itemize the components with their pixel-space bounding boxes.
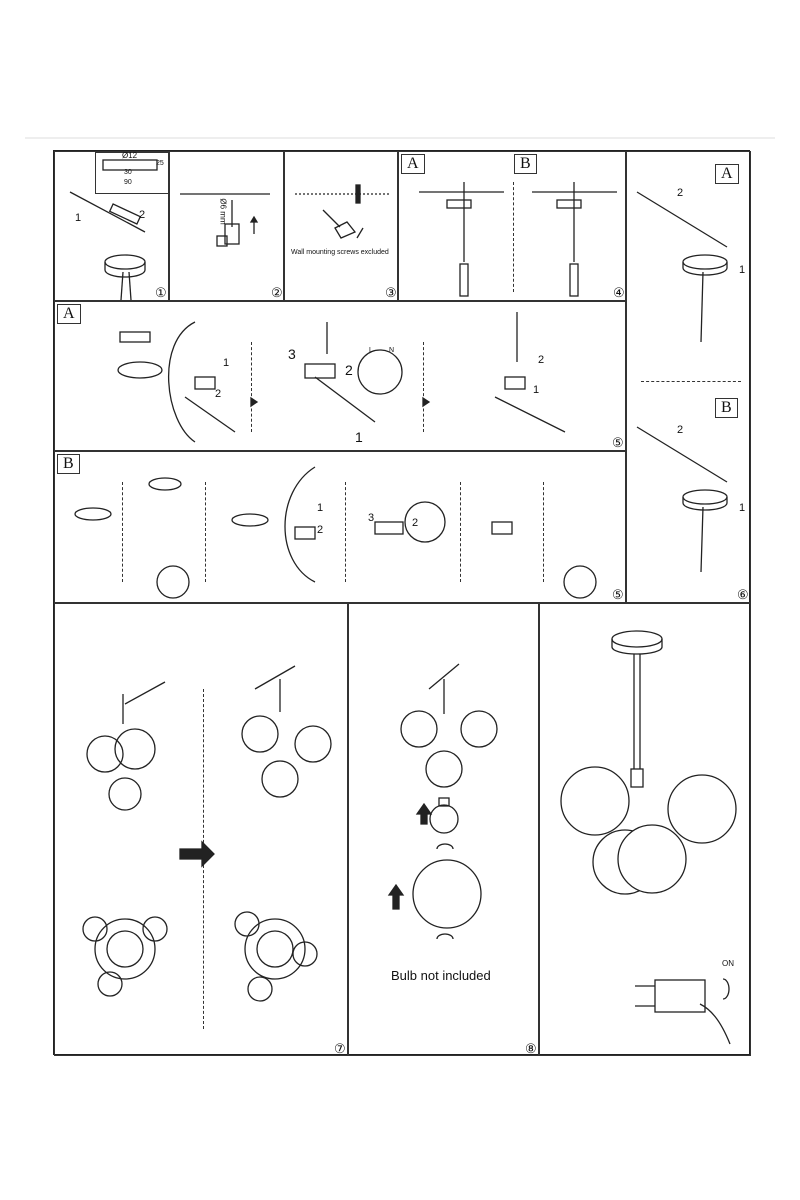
variant-b-label: B (514, 154, 537, 174)
step-1-panel: Ø12 30 90 25 1 2 ① (54, 151, 169, 301)
variant-b-label: B (57, 454, 80, 474)
arm-rotation-illustration (82, 665, 332, 1002)
marker-3: 3 (288, 346, 296, 362)
marker-2: 2 (677, 424, 684, 436)
marker-2: 2 (538, 354, 545, 366)
dim-inner: 30 (124, 169, 132, 176)
step-number: ③ (385, 285, 397, 300)
marker-1: 1 (223, 357, 230, 369)
variant-b-label: B (715, 398, 738, 418)
dim-outer: 90 (124, 179, 132, 186)
page-top-border (25, 137, 775, 139)
bulb-and-globe-illustration (387, 663, 498, 940)
dim-hole: Ø12 (122, 151, 138, 160)
divider (460, 482, 461, 582)
step-number: ⑤ (612, 587, 624, 602)
divider (345, 482, 346, 582)
final-assembly-panel: ON (539, 603, 751, 1056)
divider (543, 482, 544, 582)
marker-2: 2 (317, 524, 324, 536)
live-label: L (369, 347, 373, 354)
marker-1: 1 (317, 502, 324, 514)
screws-note: Wall mounting screws excluded (291, 249, 389, 256)
marker-1: 1 (355, 429, 363, 445)
divider (251, 342, 252, 432)
step-6-panel: A B 2 1 2 1 ⑥ (626, 151, 751, 603)
hammer-illustration (295, 184, 390, 239)
marker-2: 2 (345, 362, 353, 378)
marker-1: 1 (75, 212, 82, 224)
step-number: ④ (613, 285, 625, 300)
step-7-panel: ⑦ (54, 603, 348, 1056)
divider (641, 381, 741, 382)
drill-anchor-illustration (180, 193, 270, 247)
marker-3: 3 (368, 512, 375, 524)
step-number: ① (155, 285, 167, 300)
divider (122, 482, 123, 582)
neutral-label: N (389, 347, 395, 354)
step-8-panel: Bulb not included ⑧ (348, 603, 539, 1056)
marker-1: 1 (739, 502, 746, 514)
step-number: ⑦ (334, 1041, 346, 1056)
marker-2: 2 (215, 388, 222, 400)
marker-2: 2 (412, 517, 419, 529)
variant-a-label: A (715, 164, 739, 184)
dim-height: 25 (156, 160, 164, 167)
drill-size: Ø6 mm (218, 198, 228, 225)
wiring-terminal-illustration-b (74, 466, 597, 599)
instruction-sheet: Ø12 30 90 25 1 2 ① Ø6 mm ② Wall m (53, 150, 751, 1056)
marker-2: 2 (677, 187, 684, 199)
wiring-terminal-illustration (117, 312, 566, 443)
divider (513, 182, 514, 292)
marker-1: 1 (533, 384, 540, 396)
bulb-note: Bulb not included (391, 968, 491, 983)
divider (205, 482, 206, 582)
canopy-fix-illustration (636, 191, 728, 573)
variant-a-label: A (57, 304, 81, 324)
step-number: ⑧ (525, 1041, 537, 1056)
marker-1: 1 (739, 264, 746, 276)
switch-on-label: ON (722, 959, 734, 968)
step-number: ⑥ (737, 587, 749, 602)
step-2-panel: Ø6 mm ② (169, 151, 284, 301)
step-number: ② (271, 285, 283, 300)
bracket-mount-illustration (419, 182, 617, 297)
variant-a-label: A (401, 154, 425, 174)
marker-2: 2 (139, 209, 146, 221)
divider (423, 342, 424, 432)
step-5a-panel: A 1 2 3 2 1 L N 2 1 ⑤ (54, 301, 626, 451)
step-3-panel: Wall mounting screws excluded ③ (284, 151, 398, 301)
step-number: ⑤ (612, 435, 624, 450)
finished-pendant-illustration (560, 630, 737, 1045)
step-4-panel: A B ④ (398, 151, 626, 301)
ceiling-plate-illustration (69, 159, 158, 300)
bracket-dimension-box: Ø12 30 90 25 (95, 151, 168, 194)
step-5b-panel: B 3 2 1 2 ⑤ (54, 451, 626, 603)
